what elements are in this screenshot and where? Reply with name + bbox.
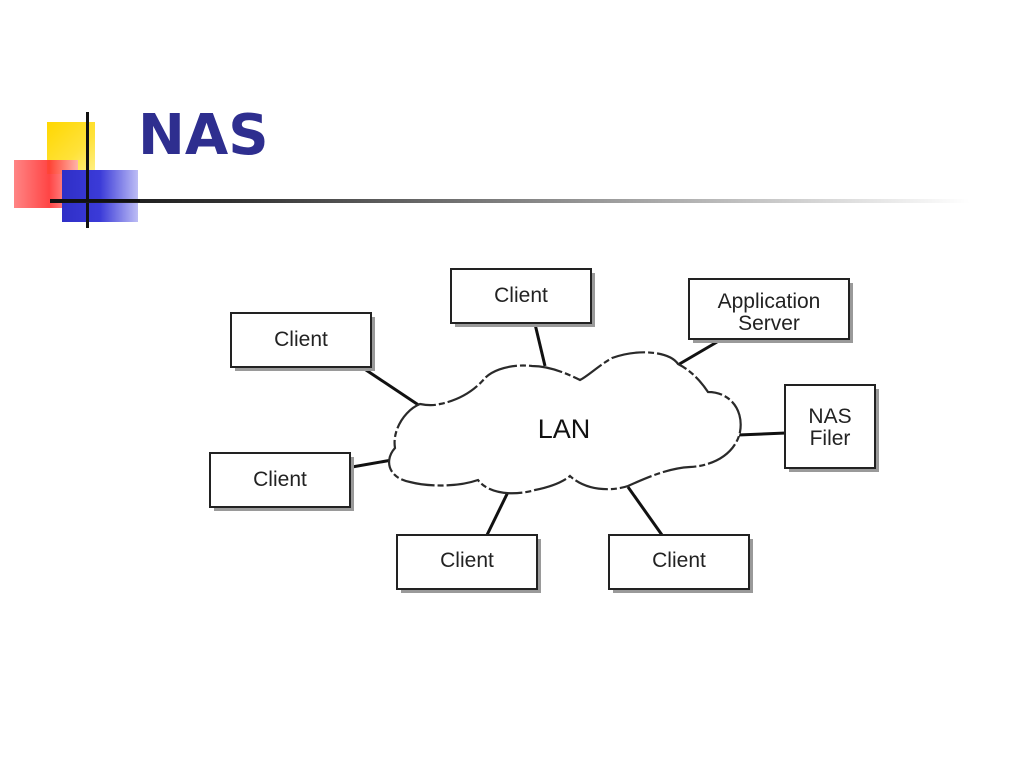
link-client-top (533, 323, 547, 367)
lan-cloud-shape (388, 351, 742, 495)
nas-filer-box (784, 384, 876, 469)
application-server-box (688, 278, 850, 340)
client-mid-left-label: Client (253, 468, 307, 491)
client-bottom-right-node: Client (608, 534, 753, 593)
client-upper-left-label: Client (274, 328, 328, 351)
page-title: NAS (138, 103, 269, 168)
client-bottom-left-label: Client (440, 549, 494, 572)
nas-filer-label-line1: NAS (808, 405, 851, 428)
application-server-label-line1: Application (718, 290, 821, 313)
link-client-mid-left (351, 458, 393, 469)
client-top-label: Client (494, 284, 548, 307)
client-bottom-left-node: Client (396, 534, 541, 593)
client-mid-left-node: Client (209, 452, 354, 511)
client-bottom-right-box (608, 534, 750, 590)
client-top-box (450, 268, 592, 324)
logo-blue-square (62, 170, 138, 222)
nas-filer-label-line2: Filer (810, 427, 851, 450)
link-nas-filer (737, 431, 787, 437)
slide-logo (0, 0, 150, 240)
client-top-node: Client (450, 268, 595, 327)
client-mid-left-box (209, 452, 351, 508)
lan-label: LAN (538, 414, 591, 444)
title-underline (50, 199, 970, 203)
link-client-bottom-left (485, 491, 510, 536)
application-server-node: Application Server (688, 278, 853, 343)
logo-horizontal-line (50, 199, 140, 202)
link-application-server (675, 340, 718, 368)
client-upper-left-box (230, 312, 372, 368)
client-upper-left-node: Client (230, 312, 375, 371)
client-bottom-left-box (396, 534, 538, 590)
link-client-bottom-right (626, 486, 664, 536)
link-client-upper-left (362, 366, 421, 408)
logo-vertical-line (86, 112, 89, 228)
connector-lines (351, 323, 787, 536)
client-bottom-right-label: Client (652, 549, 706, 572)
application-server-label-line2: Server (738, 312, 800, 335)
nas-filer-node: NAS Filer (784, 384, 879, 472)
